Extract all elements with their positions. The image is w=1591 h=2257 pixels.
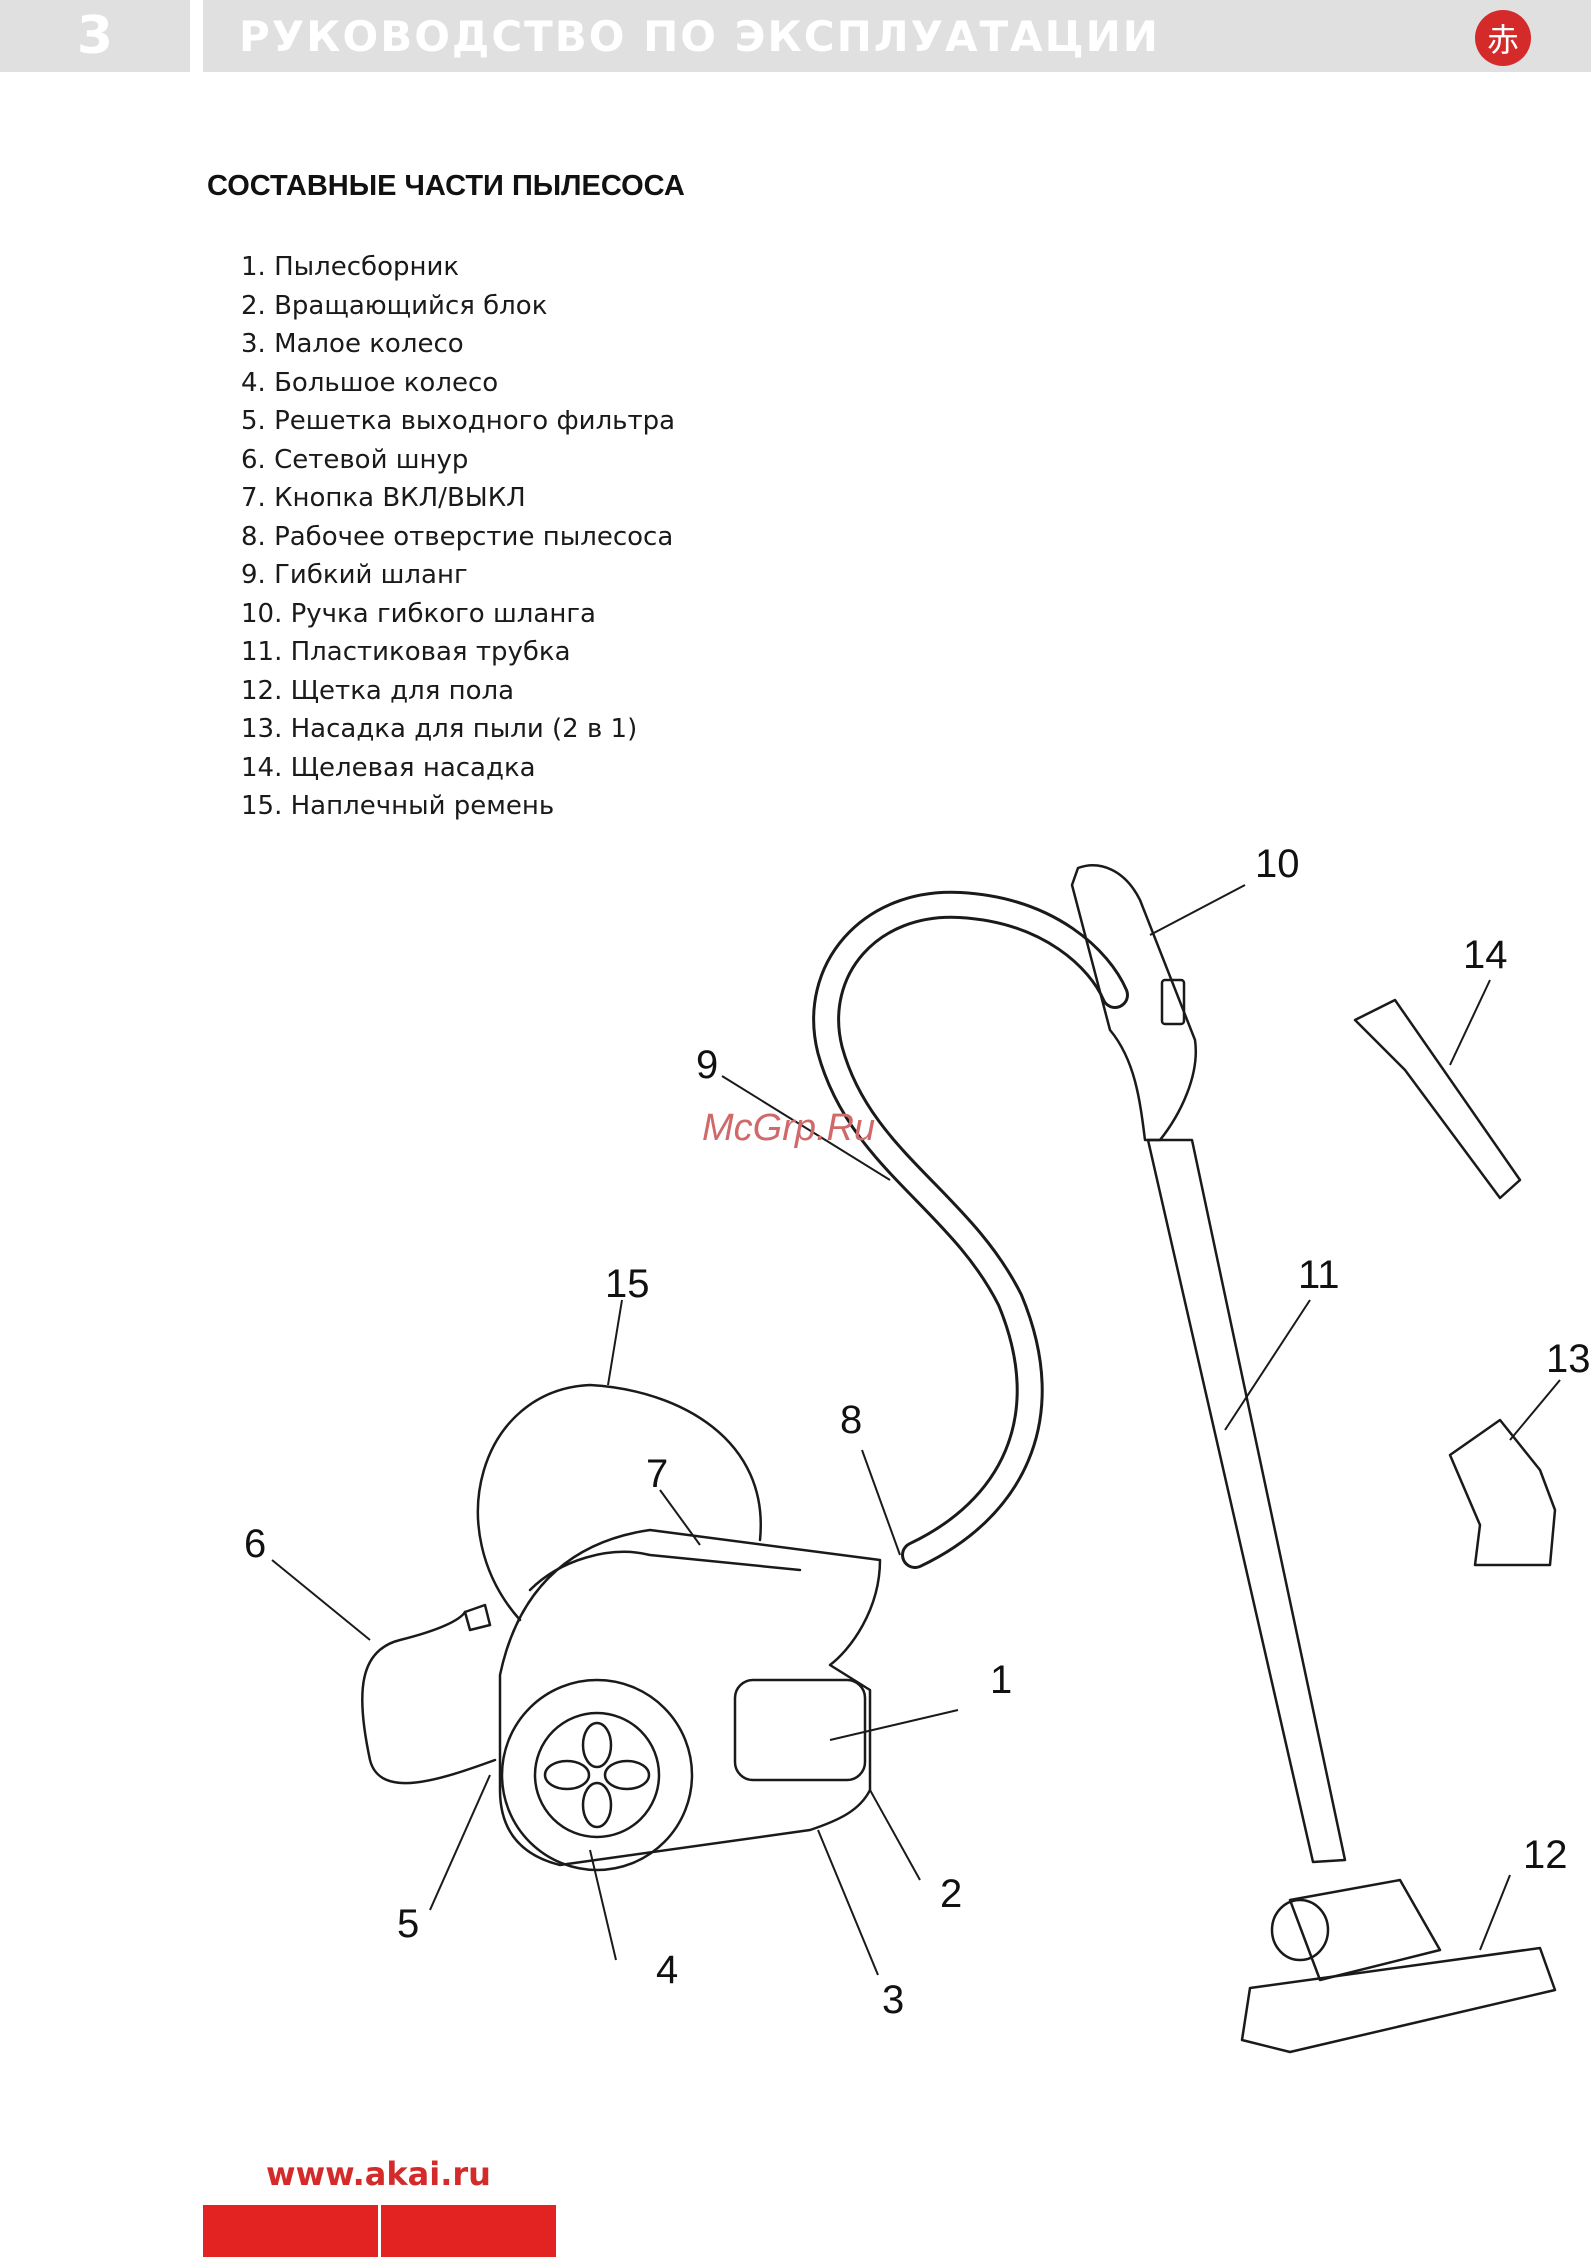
list-item: 4. Большое колесо <box>241 367 499 398</box>
wheel-drawing <box>500 1678 694 1872</box>
callout-4: 4 <box>656 1948 678 1992</box>
page-number: 3 <box>0 0 190 72</box>
list-item: 3. Малое колесо <box>241 329 464 359</box>
dust-brush-drawing <box>1448 1418 1557 1567</box>
list-item: 2. Вращающийся блок <box>241 290 548 321</box>
strap-drawing <box>476 1383 763 1622</box>
callout-7: 7 <box>646 1452 668 1496</box>
callout-15: 15 <box>605 1262 650 1306</box>
callout-14: 14 <box>1463 933 1508 977</box>
callout-12: 12 <box>1523 1833 1568 1877</box>
vacuum-body-drawing <box>498 1528 882 1867</box>
callout-2: 2 <box>940 1872 962 1916</box>
header-title: РУКОВОДСТВО ПО ЭКСПЛУАТАЦИИ <box>239 11 1160 61</box>
callout-1: 1 <box>990 1658 1012 1702</box>
parts-list: 1. Пылесборник 2. Вращающийся блок 3. Ма… <box>241 248 675 826</box>
list-item: 13. Насадка для пыли (2 в 1) <box>241 714 638 744</box>
header-bar: РУКОВОДСТВО ПО ЭКСПЛУАТАЦИИ <box>203 0 1591 72</box>
callout-9: 9 <box>696 1043 718 1087</box>
footer-bar-left <box>203 2205 378 2257</box>
list-item: 11. Пластиковая трубка <box>241 637 571 667</box>
hose-handle-drawing <box>1070 864 1198 1142</box>
callout-13: 13 <box>1546 1337 1591 1381</box>
callout-11: 11 <box>1298 1253 1340 1297</box>
brand-logo: 赤 <box>1475 10 1531 66</box>
callout-8: 8 <box>840 1398 862 1442</box>
callout-6: 6 <box>244 1522 266 1566</box>
callout-10: 10 <box>1255 842 1300 886</box>
list-item: 7. Кнопка ВКЛ/ВЫКЛ <box>241 483 526 513</box>
list-item: 9. Гибкий шланг <box>241 560 468 590</box>
floor-brush-drawing <box>1240 1946 1557 2054</box>
list-item: 6. Сетевой шнур <box>241 444 469 475</box>
list-item: 15. Наплечный ремень <box>241 791 555 821</box>
footer-bar-right <box>381 2205 556 2257</box>
vacuum-diagram: 1 2 3 4 5 6 7 8 9 10 11 12 13 14 15 McGr… <box>244 842 1591 2054</box>
list-item: 14. Щелевая насадка <box>241 752 536 783</box>
section-title: СОСТАВНЫЕ ЧАСТИ ПЫЛЕСОСА <box>207 170 685 202</box>
callout-5: 5 <box>397 1902 419 1946</box>
page-header: 3 РУКОВОДСТВО ПО ЭКСПЛУАТАЦИИ 赤 <box>0 0 1591 72</box>
list-item: 8. Рабочее отверстие пылесоса <box>241 521 674 552</box>
list-item: 12. Щетка для пола <box>241 675 515 706</box>
callout-3: 3 <box>882 1978 904 2022</box>
footer-url[interactable]: www.akai.ru <box>266 2155 491 2193</box>
list-item: 10. Ручка гибкого шланга <box>241 598 596 629</box>
tube-drawing <box>1146 1138 1347 1864</box>
list-item: 5. Решетка выходного фильтра <box>241 406 676 436</box>
crevice-nozzle-drawing <box>1353 998 1522 1200</box>
watermark: McGrp.Ru <box>702 1107 875 1149</box>
cord-drawing <box>361 1610 497 1785</box>
list-item: 1. Пылесборник <box>241 252 460 282</box>
